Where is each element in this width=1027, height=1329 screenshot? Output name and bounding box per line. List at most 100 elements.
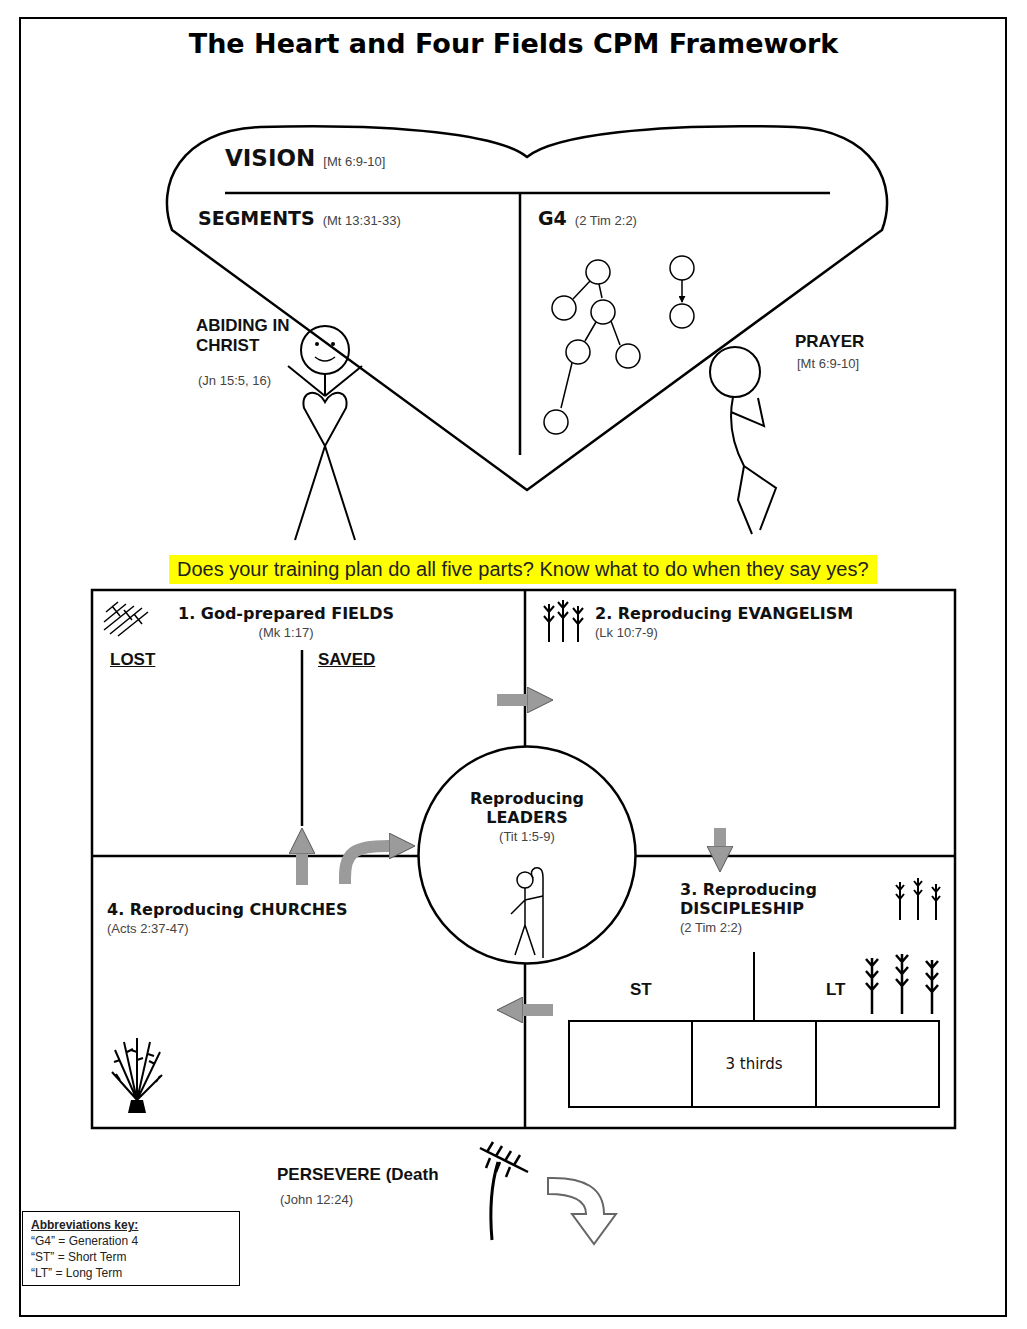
label-box: LT — [826, 980, 846, 1000]
flow-arrow — [515, 1004, 553, 1016]
heart-outline — [150, 115, 906, 495]
heart-outline — [167, 126, 887, 490]
leader-head — [517, 872, 533, 888]
term-divider — [753, 952, 755, 1020]
g4-region: G4 (2 Tim 2:2) — [538, 207, 643, 235]
text-group: G4 (2 Tim 2:2) — [538, 207, 637, 229]
figure-label: PRAYER — [795, 332, 864, 352]
label-box: PERSEVERE (Death — [277, 1165, 439, 1185]
wheat-icon — [866, 954, 938, 1014]
fields-frame — [92, 590, 955, 1128]
box-label: 3 thirds — [725, 1055, 782, 1073]
highlight-band: Does your training plan do all five part… — [169, 555, 877, 584]
plant-pot — [128, 1100, 146, 1113]
text-group: Abbreviations key: “G4” = Generation 4 “ST… — [31, 1218, 138, 1280]
thirds-cell-line — [692, 1020, 816, 1108]
tree-circle — [586, 260, 610, 284]
scripture-ref: (2 Tim 2:2) — [680, 920, 742, 935]
text-group: 3. Reproducing DISCIPLESHIP(2 Tim 2:2) — [680, 880, 870, 935]
term-label: LT — [826, 980, 846, 1000]
wheat-icon — [544, 600, 583, 642]
key-entry: “ST” = Short Term — [31, 1250, 126, 1264]
label-box: LOST — [110, 650, 155, 670]
tree-circle — [591, 300, 615, 324]
scripture-ref: [Mt 6:9-10] — [797, 356, 859, 371]
stick-figure — [288, 366, 362, 540]
flow-arrow — [345, 846, 397, 884]
leader-figure — [511, 868, 543, 958]
wheat-icon — [896, 878, 940, 920]
scripture-ref: [Mt 6:9-10] — [323, 154, 385, 169]
quadrant-divider — [92, 590, 955, 1128]
quadrant-heading: 1. God-prepared FIELDS — [178, 604, 394, 623]
flow-arrow — [714, 828, 726, 854]
scripture-ref: (Jn 15:5, 16) — [198, 373, 271, 388]
circle-outline — [417, 745, 637, 965]
key-entry: “LT” = Long Term — [31, 1266, 122, 1280]
tree-circle — [670, 304, 694, 328]
seed-stalk — [491, 1162, 498, 1240]
flow-arrow — [497, 694, 535, 706]
circle-ground — [418, 746, 636, 964]
abbreviations-key: Abbreviations key: “G4” = Generation 4 “ST… — [22, 1211, 240, 1286]
fields-quadrant: 1. God-prepared FIELDS (Mk 1:17) — [92, 590, 525, 857]
key-entry: “G4” = Generation 4 — [31, 1234, 138, 1248]
text-group: Does your training plan do all five part… — [177, 558, 869, 581]
text-group: 3 thirds — [570, 1022, 938, 1106]
column-label: LOST — [110, 650, 155, 670]
figure-head — [301, 326, 349, 374]
church-plant-icon — [112, 1038, 162, 1100]
question-text: Does your training plan do all five part… — [177, 558, 869, 581]
figure-eye — [315, 342, 319, 346]
tree-circle — [616, 344, 640, 368]
heart-torso — [303, 393, 346, 446]
figure-smile — [315, 357, 335, 361]
key-heading: Abbreviations key: — [31, 1218, 138, 1232]
tree-circle — [552, 296, 576, 320]
title-box: The Heart and Four Fields CPM Framework — [0, 28, 1027, 59]
section-heading: SEGMENTS — [198, 207, 315, 229]
seed-head — [480, 1142, 528, 1177]
label-box: PRAYER — [795, 332, 864, 352]
label-box: ST — [630, 980, 652, 1000]
segments-region: SEGMENTS (Mt 13:31-33) — [198, 207, 407, 235]
praying-figure-head — [710, 347, 760, 397]
text-group: SEGMENTS (Mt 13:31-33) — [198, 207, 401, 229]
figure-label: ABIDING IN CHRIST — [196, 316, 300, 356]
discipleship-quadrant: 3. Reproducing DISCIPLESHIP(2 Tim 2:2) 3 … — [523, 855, 955, 1128]
tree-circle — [670, 256, 694, 280]
flow-arrow — [296, 846, 308, 885]
tree-circle — [544, 410, 568, 434]
praying-figure — [731, 397, 776, 534]
scripture-ref: (Mk 1:17) — [259, 625, 314, 640]
label-box: [Mt 6:9-10] — [797, 356, 859, 371]
label-box: (Jn 15:5, 16) — [198, 373, 271, 388]
text-group: Reproducing LEADERS (Tit 1:5-9) — [457, 789, 597, 844]
scripture-ref: (2 Tim 2:2) — [575, 213, 637, 228]
circle-outline — [419, 747, 636, 964]
tree-circle — [566, 340, 590, 364]
quadrant-heading: 4. Reproducing CHURCHES — [107, 900, 348, 919]
lost-saved-divider — [301, 650, 304, 826]
heart-shape: VISION [Mt 6:9-10] SEGMENTS (Mt 13:31-33) G4… — [150, 115, 906, 495]
churches-quadrant: 4. Reproducing CHURCHES (Acts 2:37-47) — [92, 855, 525, 1128]
leaders-circle: Reproducing LEADERS (Tit 1:5-9) — [417, 745, 637, 965]
field-icon — [104, 602, 148, 636]
section-heading: VISION — [225, 145, 315, 171]
text-group: 2. Reproducing EVANGELISM(Lk 10:7-9) — [595, 604, 853, 640]
section-heading: G4 — [538, 207, 567, 229]
text-group: 1. God-prepared FIELDS (Mk 1:17) — [178, 604, 394, 640]
term-label: ST — [630, 980, 652, 1000]
scripture-ref: (Mt 13:31-33) — [323, 213, 401, 228]
thirds-box: 3 thirds — [568, 1020, 940, 1108]
circle-heading: Reproducing LEADERS — [457, 789, 597, 827]
label-box: ABIDING IN CHRIST — [196, 316, 300, 356]
text-group: 4. Reproducing CHURCHES (Acts 2:37-47) — [107, 900, 348, 936]
text-group: VISION [Mt 6:9-10] — [225, 145, 385, 171]
diagram-title: The Heart and Four Fields CPM Framework — [189, 28, 839, 59]
falling-arrow — [548, 1178, 616, 1244]
scripture-ref: (Tit 1:5-9) — [499, 829, 555, 844]
scripture-ref: (Acts 2:37-47) — [107, 921, 189, 936]
page-frame — [20, 18, 1006, 1316]
